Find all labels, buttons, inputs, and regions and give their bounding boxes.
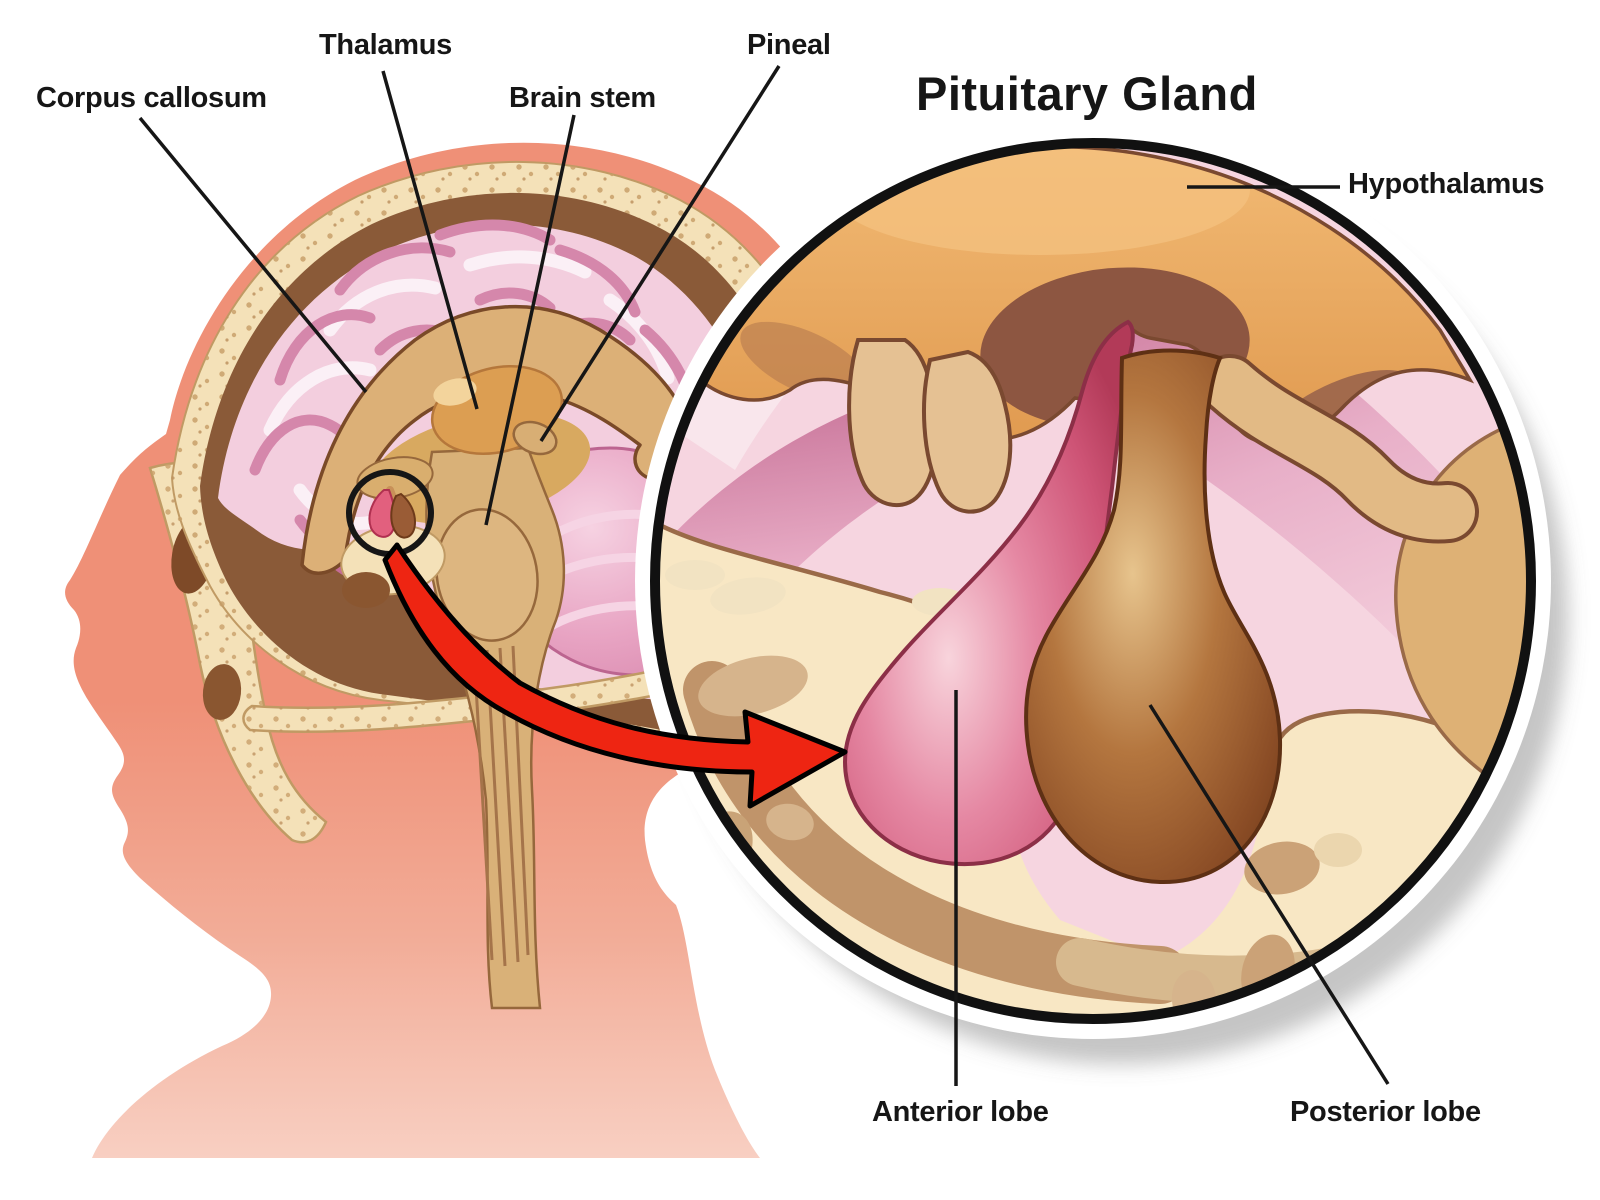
label-pineal: Pineal [747,29,831,61]
brain-stem-shape [425,446,566,1010]
magnified-leader-lines [954,185,1390,1086]
label-hypothalamus: Hypothalamus [1348,168,1545,200]
magnifier-ring [650,138,1536,1024]
magnifier-arrow [382,542,848,809]
posterior-lobe-shape [1024,348,1283,885]
thalamus-highlight [433,378,477,406]
brain-stem-leader-line [484,114,576,526]
hypothalamus-right-limb [1203,358,1475,540]
corpus-callosum-leader-line [138,116,368,394]
hypothalamus-right-leg [922,349,1013,514]
label-thalamus: Thalamus [319,29,452,61]
pons [435,508,539,642]
diagram-title: Pituitary Gland [916,67,1258,120]
label-anterior-lobe: Anterior lobe [872,1096,1049,1128]
head-leader-lines [138,65,781,526]
sinus-cavity [202,664,242,720]
head-cross-section [65,142,868,1159]
tiny-posterior-lobe [390,492,417,539]
magnified-view [635,123,1568,1086]
pineal-leader-line [539,65,781,442]
posterior-lobe-leader-line [1148,704,1390,1085]
label-brain-stem: Brain stem [509,82,656,114]
pineal-shape [512,420,558,456]
thalamus-leader-line [381,70,479,410]
label-posterior-lobe: Posterior lobe [1290,1096,1481,1128]
label-corpus-callosum: Corpus callosum [36,82,267,114]
